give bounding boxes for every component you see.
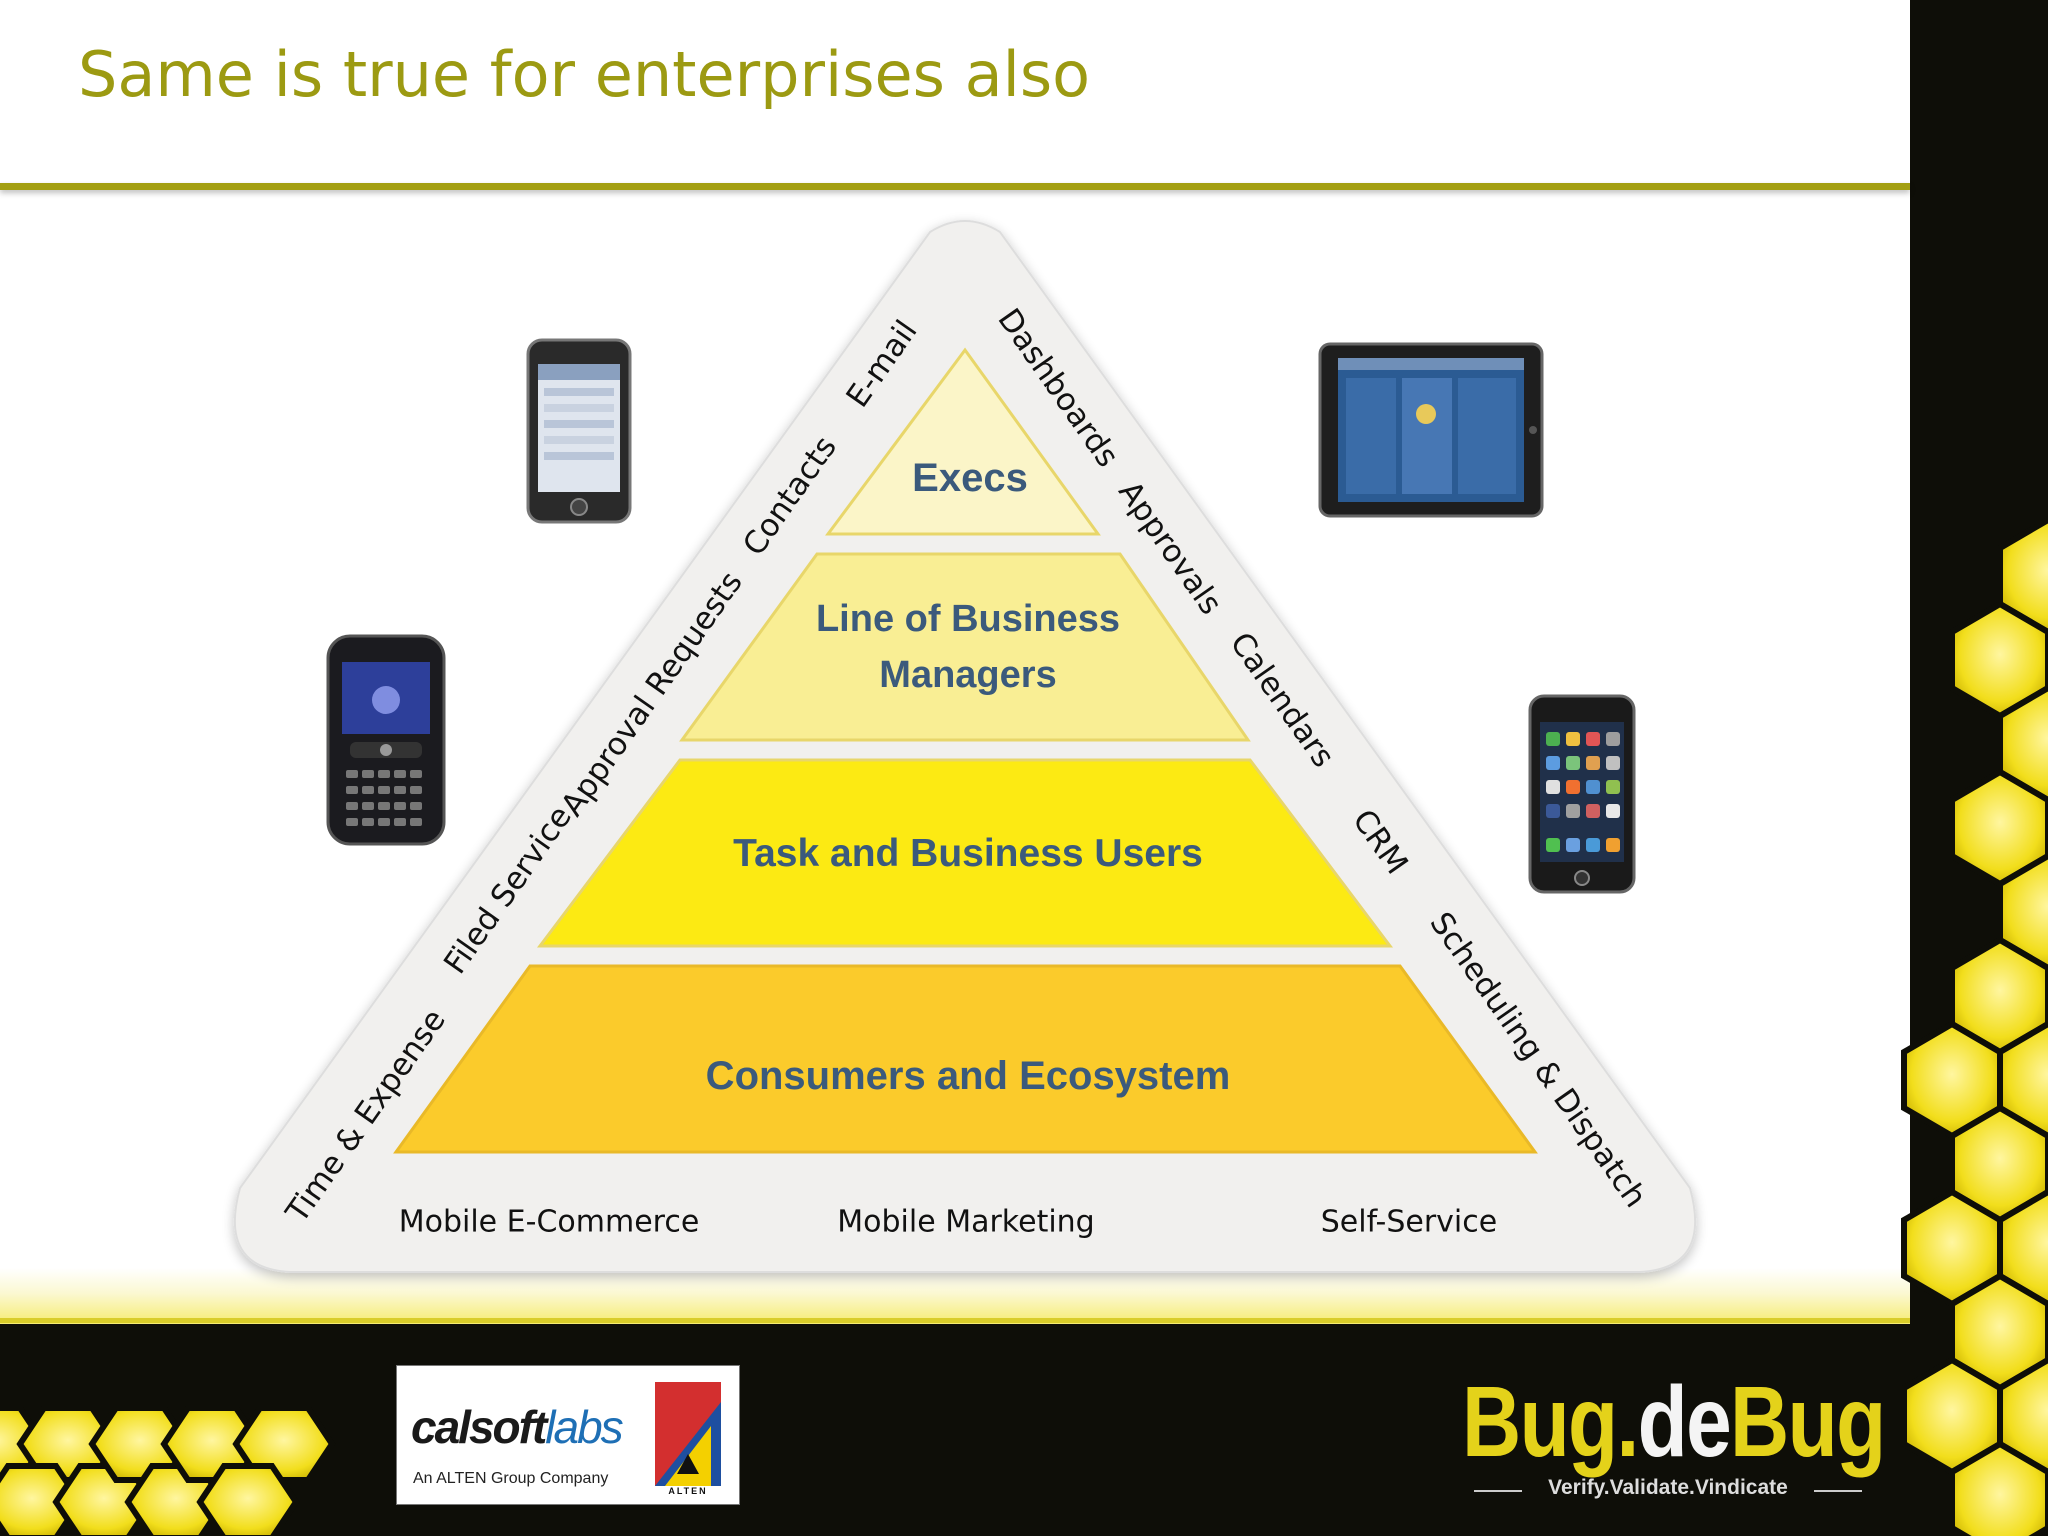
ipad-icon <box>1318 342 1544 518</box>
tier-label-execs: Execs <box>912 450 1028 506</box>
bug-logo-part-b: de <box>1637 1366 1732 1478</box>
alten-word: ALTEN <box>668 1486 708 1496</box>
blackberry-icon <box>326 634 446 846</box>
tier-execs-shape <box>825 347 1101 536</box>
alten-logo-icon <box>655 1382 721 1486</box>
tier-label-lob: Line of Business Managers <box>816 591 1120 703</box>
tier-label-execs-line1: Execs <box>912 456 1028 500</box>
tier-task-shape <box>536 758 1394 948</box>
footer-glow <box>0 1268 1910 1324</box>
calsoft-labs-word: labs <box>545 1401 623 1453</box>
tier-label-lob-line1: Line of Business <box>815 598 1121 640</box>
tier-label-task: Task and Business Users <box>733 826 1203 882</box>
tier-lob-shape <box>679 552 1251 742</box>
base-label-mobile-ecommerce: Mobile E-Commerce <box>398 1204 700 1240</box>
iphone-icon <box>1528 694 1636 894</box>
title-underline <box>0 183 1910 190</box>
bug-logo-part-c: Bug <box>1730 1366 1886 1478</box>
tier-label-task-line1: Task and Business Users <box>733 832 1203 875</box>
slide-title: Same is true for enterprises also <box>78 38 1091 111</box>
calsoft-word: calsoft <box>411 1401 547 1453</box>
footer-band <box>0 1322 2048 1536</box>
tier-consumers-shape <box>393 964 1538 1154</box>
bugdebug-logo: Bug.deBug <box>1462 1372 1886 1472</box>
base-label-self-service: Self-Service <box>1320 1204 1498 1240</box>
calsoft-subtitle: An ALTEN Group Company <box>413 1470 609 1487</box>
calsoft-wordmark: calsoftlabs <box>411 1400 624 1454</box>
bugdebug-tagline: Verify.Validate.Vindicate <box>1548 1476 1788 1499</box>
tier-label-consumers: Consumers and Ecosystem <box>706 1048 1231 1104</box>
bug-logo-dot: . <box>1616 1366 1639 1478</box>
footer-line <box>0 1318 1910 1323</box>
tier-label-consumers-line1: Consumers and Ecosystem <box>705 1054 1231 1098</box>
tagline-rule-right <box>1814 1490 1862 1492</box>
bug-logo-part-a: Bug <box>1462 1366 1618 1478</box>
tier-label-lob-line2: Managers <box>879 654 1057 696</box>
tagline-rule-left <box>1474 1490 1522 1492</box>
calsoft-logo: calsoftlabs An ALTEN Group Company ALTEN <box>396 1365 740 1505</box>
base-label-mobile-marketing: Mobile Marketing <box>837 1204 1095 1240</box>
ipod-touch-icon <box>526 338 632 524</box>
